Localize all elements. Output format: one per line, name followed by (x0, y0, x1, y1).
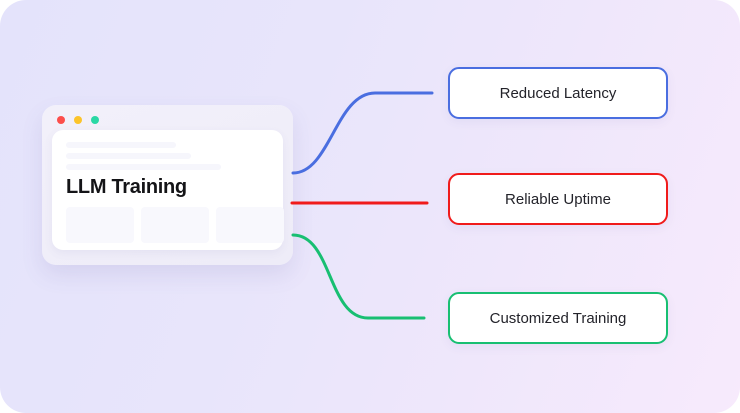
tile-placeholder (66, 207, 134, 243)
tile-group (66, 207, 284, 243)
label-pill-text: Customized Training (489, 309, 627, 327)
close-dot[interactable] (57, 116, 65, 124)
label-pill-customized-training[interactable]: Customized Training (448, 292, 668, 344)
tile-placeholder (216, 207, 284, 243)
maximize-dot[interactable] (91, 116, 99, 124)
label-pill-reduced-latency[interactable]: Reduced Latency (448, 67, 668, 119)
label-pill-reliable-uptime[interactable]: Reliable Uptime (448, 173, 668, 225)
label-pill-text: Reduced Latency (499, 84, 617, 102)
browser-mockup-card: LLM Training (42, 105, 293, 265)
mockup-screen: LLM Training (52, 130, 284, 250)
skeleton-line-1 (66, 142, 176, 148)
window-controls (57, 116, 99, 124)
skeleton-line-3 (66, 164, 221, 170)
page-title: LLM Training (66, 176, 187, 198)
tile-placeholder (141, 207, 209, 243)
skeleton-line-2 (66, 153, 191, 159)
label-pill-text: Reliable Uptime (505, 190, 611, 208)
minimize-dot[interactable] (74, 116, 82, 124)
